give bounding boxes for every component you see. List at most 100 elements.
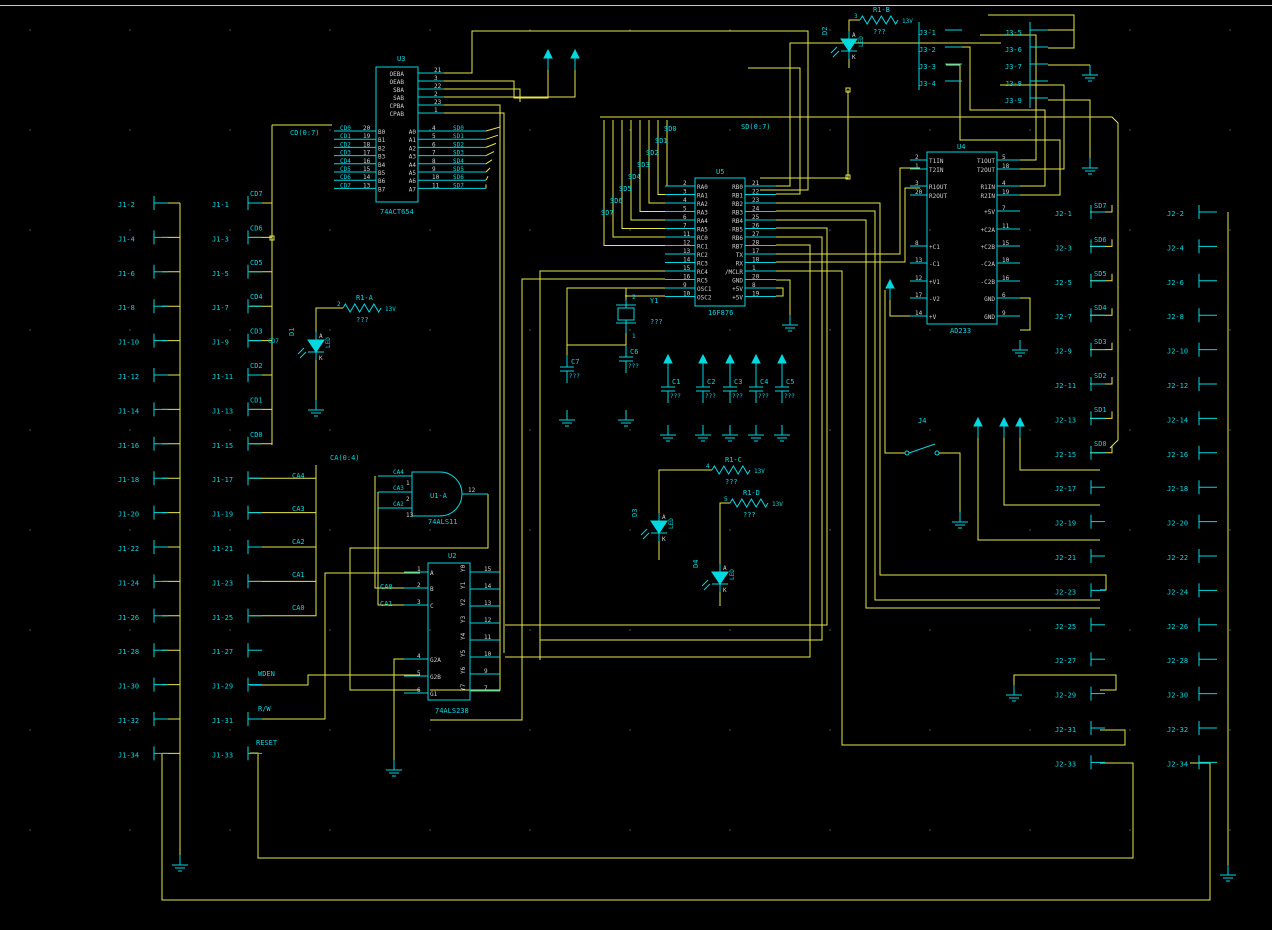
- crystal-pin-number: 1: [632, 333, 636, 340]
- u2-ground-symbol: [386, 760, 402, 777]
- resistor-value: ???: [873, 28, 886, 36]
- u4-pin-number: 18: [1002, 163, 1010, 170]
- u5-sd-label: SD2: [646, 149, 659, 157]
- u5-pin-name: RC3: [697, 261, 708, 268]
- grid-dot: [329, 829, 331, 831]
- u5-pin-name: RA3: [697, 210, 708, 217]
- grid-dot: [129, 629, 131, 631]
- u4-pin-number: 8: [915, 240, 919, 247]
- grid-dot: [1129, 529, 1131, 531]
- grid-dot: [129, 829, 131, 831]
- ca-net-label: CA4: [292, 472, 305, 480]
- u3-pin-number: 14: [363, 174, 371, 181]
- u5-rb3-wire: [776, 210, 1100, 601]
- grid-dot: [529, 629, 531, 631]
- u5-pin-number: 8: [752, 282, 756, 289]
- connector-pin-label: J2-4: [1167, 244, 1184, 252]
- u4-pin-name: T2IN: [929, 167, 944, 174]
- u2-pin-name: Y2: [460, 598, 467, 606]
- switch-contact-icon: [904, 450, 910, 456]
- u3-pin-number: 23: [434, 99, 442, 106]
- and-gate-icon: [411, 471, 463, 517]
- grid-dot: [729, 629, 731, 631]
- connector-pin-label: J1-9: [212, 339, 229, 347]
- j2-sd-net-label: SD2: [1094, 372, 1107, 380]
- ca-net-label: CA1: [292, 571, 305, 579]
- u3-a-bus-entry: [485, 151, 495, 157]
- j1-ground-symbol: [172, 855, 188, 872]
- grid-dot: [929, 329, 931, 331]
- u2-pin-name: B: [430, 586, 434, 593]
- u5-pin-name: +5V: [732, 295, 743, 302]
- u5-sd-wire: [621, 120, 665, 229]
- ca-net-wire: [250, 465, 317, 548]
- u4-pin-name: +C1: [929, 244, 940, 251]
- connector-pin-label: J2-28: [1167, 657, 1188, 665]
- resistor-net-label: 13V: [772, 501, 783, 508]
- connector-pin-label: J1-18: [118, 476, 139, 484]
- led-light-ray: [830, 46, 838, 54]
- ca-net-label: CA3: [292, 505, 305, 513]
- connector-pin-label: J1-19: [212, 511, 233, 519]
- grid-dot: [1129, 229, 1131, 231]
- vcc-arrow-icon: [999, 416, 1009, 427]
- u5-rb4-wire: [776, 219, 1100, 609]
- u4-pin-number: 19: [1002, 189, 1010, 196]
- connector-pin-label: J2-17: [1055, 485, 1076, 493]
- reset-net-label: RESET: [256, 739, 278, 747]
- u5-pin-name: RB4: [732, 218, 743, 225]
- connector-pin-label: J2-6: [1167, 279, 1184, 287]
- u5-pin-name: RA1: [697, 193, 708, 200]
- connector-pin-label: J2-18: [1167, 485, 1188, 493]
- u2-body: [427, 562, 471, 701]
- j3-gnd-wire: [1048, 99, 1091, 158]
- led-ref: D1: [288, 328, 296, 336]
- connector-pin-label: J2-34: [1167, 760, 1188, 768]
- u4-pin-number: 15: [1002, 240, 1010, 247]
- u5-pin-number: 9: [683, 282, 687, 289]
- grid-dot: [29, 29, 31, 31]
- u4-pin-number: 1: [915, 163, 919, 170]
- connector-pin-label: J1-13: [212, 407, 233, 415]
- u5-pin-number: 10: [683, 291, 691, 298]
- j3-pin-label: J3-8: [1005, 80, 1022, 88]
- u3-pin-number: 10: [432, 174, 440, 181]
- u5-pin-number: 22: [752, 189, 760, 196]
- grid-dot: [329, 529, 331, 531]
- connector-pin-label: J1-4: [118, 235, 135, 243]
- u3-pin-number: 6: [432, 141, 436, 148]
- cd-extra-label: CD7: [268, 338, 279, 345]
- connector-pin-label: J1-30: [118, 683, 139, 691]
- grid-dot: [629, 229, 631, 231]
- resistor-ref: R1-B: [873, 6, 890, 14]
- u3-pin-number: 5: [432, 133, 436, 140]
- u2-pin-number: 2: [417, 582, 421, 589]
- junction-marker: [269, 235, 275, 241]
- ca-net-wire: [250, 465, 317, 514]
- grid-dot: [229, 229, 231, 231]
- u3-pin-number: 18: [363, 141, 371, 148]
- u3-a-bus-entry: [485, 142, 497, 148]
- grid-dot: [129, 229, 131, 231]
- u4-pin-name: T1OUT: [977, 158, 995, 165]
- u5-sd-label: SD3: [637, 161, 650, 169]
- grid-dot: [229, 829, 231, 831]
- resistor-zigzag: [342, 303, 382, 313]
- grid-dot: [229, 529, 231, 531]
- grid-dot: [829, 529, 831, 531]
- rw-wire: [250, 572, 420, 720]
- u3-pin-number: 9: [432, 166, 436, 173]
- grid-dot: [329, 729, 331, 731]
- u4-pin-number: 12: [915, 275, 923, 282]
- u3-pin-name: B2: [378, 145, 386, 152]
- connector-pin-label: J2-12: [1167, 382, 1188, 390]
- grid-dot: [129, 129, 131, 131]
- u3-pin-number: 2: [434, 91, 438, 98]
- switch-contact-icon: [934, 450, 940, 456]
- capacitor-ref: C2: [707, 378, 715, 386]
- u5-rc5-wire: [430, 278, 665, 721]
- window-top-border: [0, 5, 1272, 6]
